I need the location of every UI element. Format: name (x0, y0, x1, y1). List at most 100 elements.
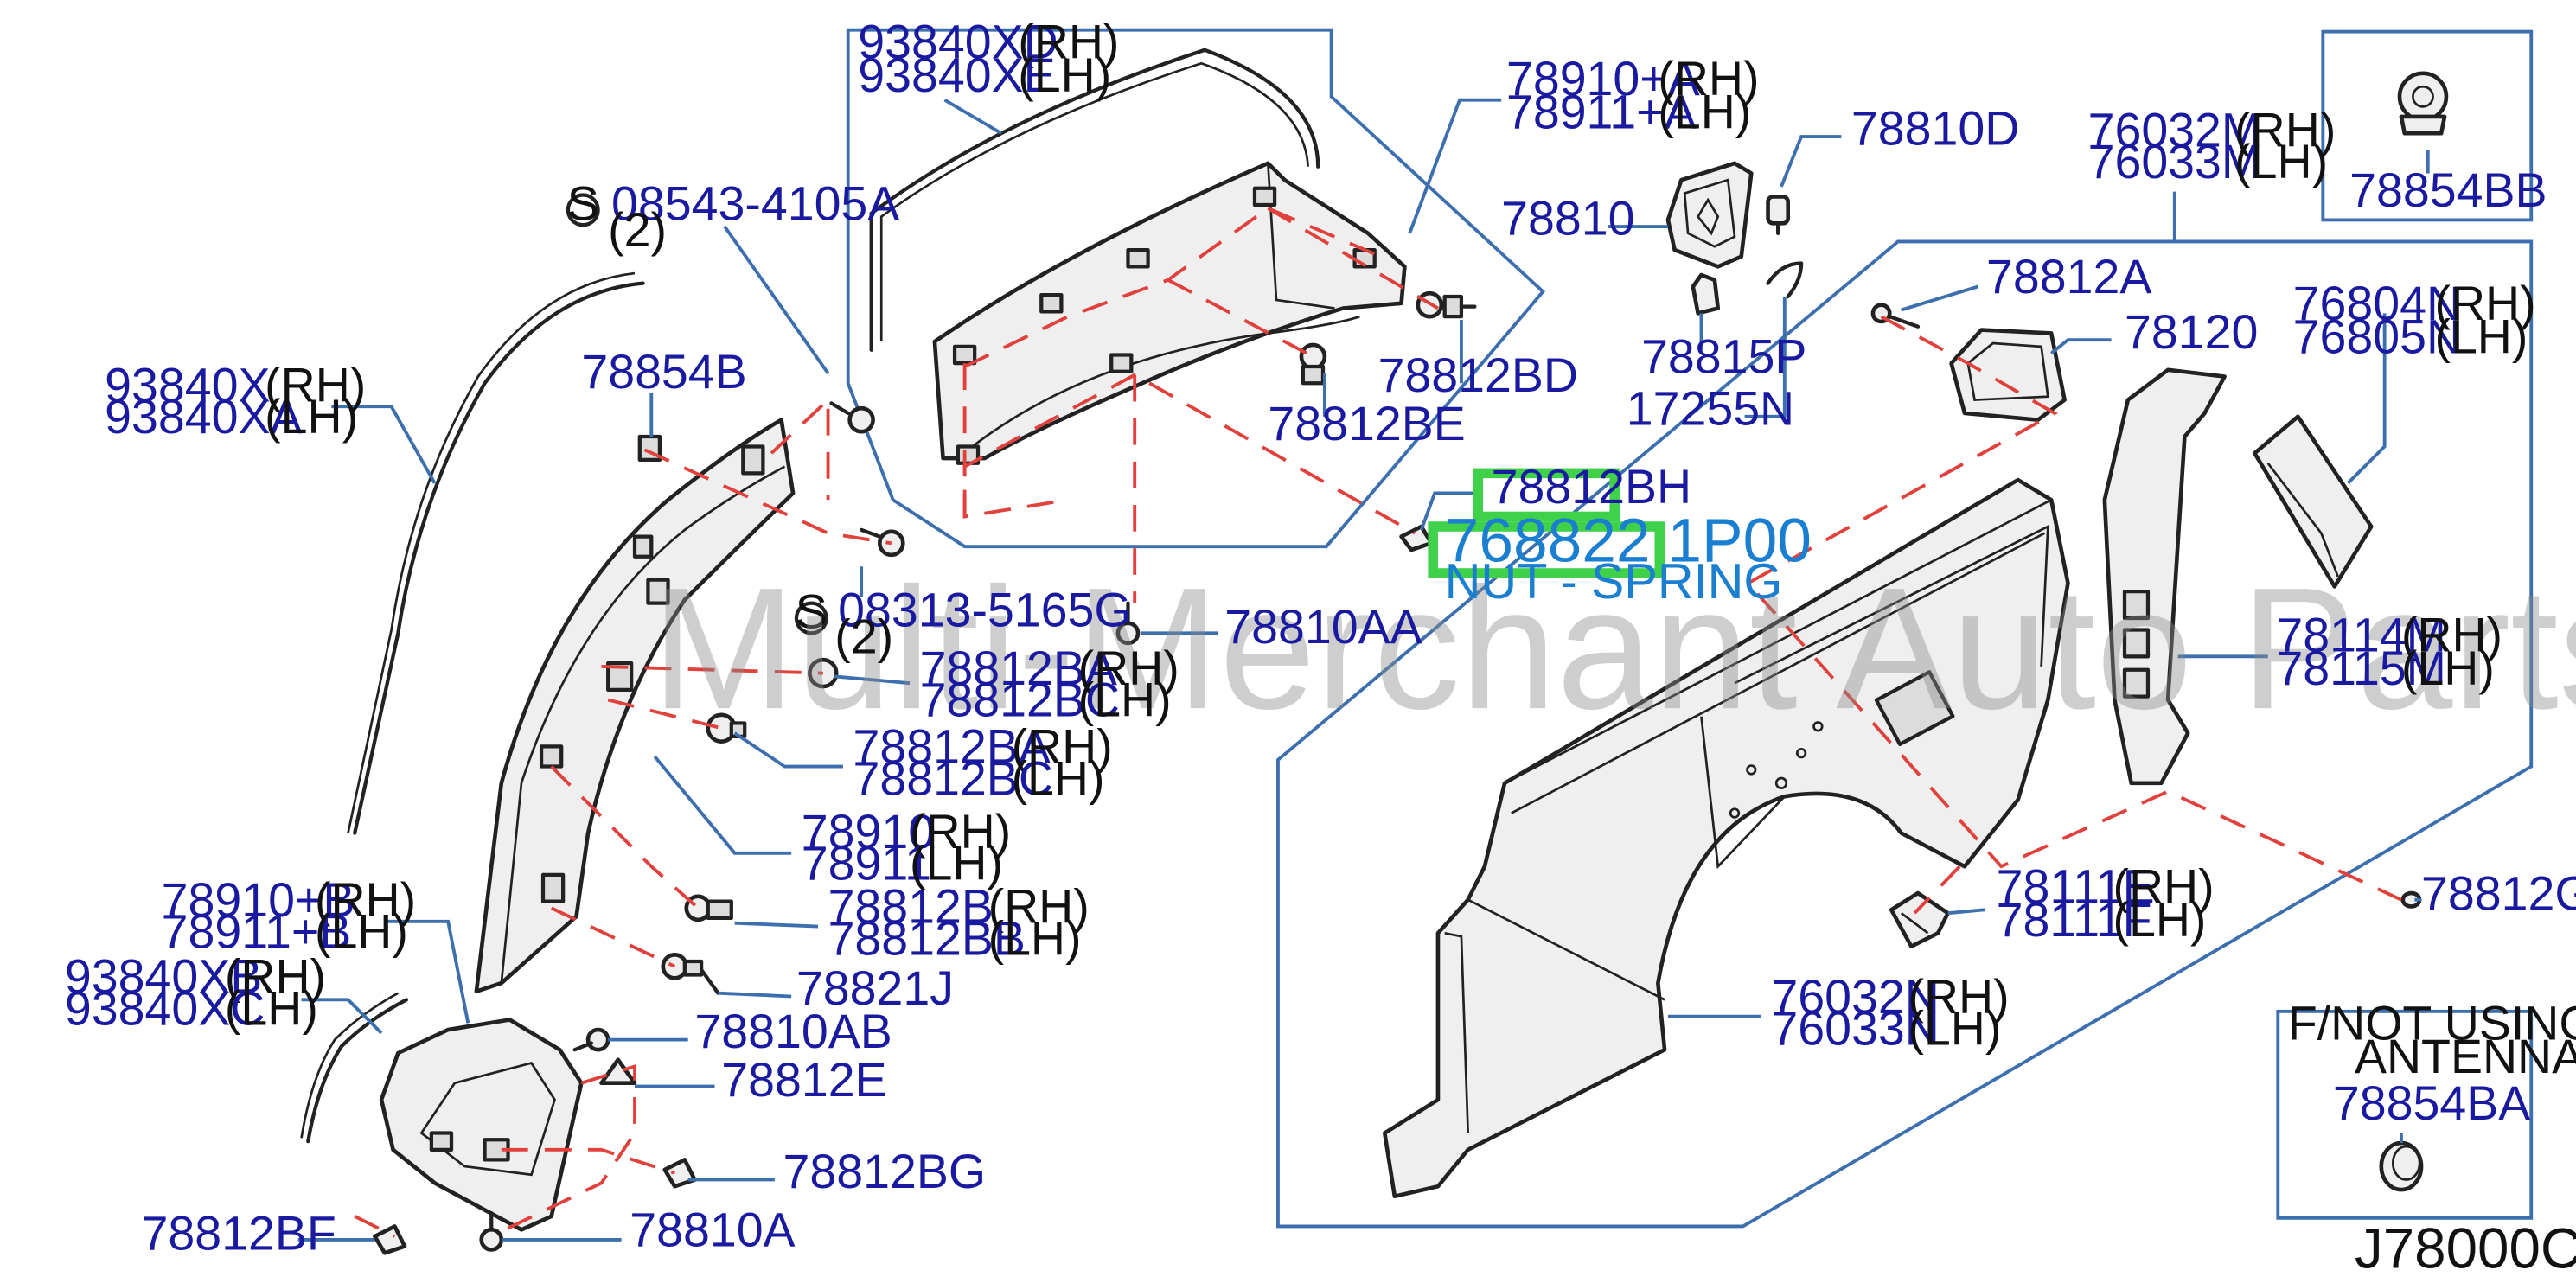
label-93840XC[interactable]: 93840XC (65, 981, 265, 1035)
upper-trim-panel-arch (967, 315, 1360, 451)
label-78854B[interactable]: 78854B (581, 345, 746, 399)
label-78812BC-lower[interactable]: 78812BC (853, 751, 1052, 805)
top-right-inset-box (2321, 29, 2534, 222)
label-78910[interactable]: 78910 (802, 805, 935, 859)
upper-trim-clip-6 (1109, 353, 1134, 373)
label-93840XE[interactable]: 93840XE (858, 48, 1055, 102)
side-rh-78910: (RH) (910, 805, 1011, 859)
lower-weatherstrip-inner (300, 992, 399, 1139)
label-76804N[interactable]: 76804N (2293, 277, 2461, 330)
label-78854BB[interactable]: 78854BB (2349, 163, 2547, 217)
side-rh-78910A: (RH) (1658, 52, 1759, 105)
side-lh-76805N: (LH) (2434, 310, 2528, 364)
assembly-lines (354, 206, 2402, 1238)
side-lh-78812BC-lower: (LH) (1012, 751, 1105, 805)
label-78812A[interactable]: 78812A (1986, 250, 2151, 303)
highlight-part-number[interactable]: 768822 1P00 (1445, 506, 1812, 575)
side-lh-78911: (LH) (910, 837, 1003, 890)
antenna-inset-box (2276, 1009, 2534, 1220)
side-lh-78812BB: (LH) (988, 911, 1082, 965)
label-93840XD[interactable]: 93840XD (858, 15, 1058, 68)
label-78120[interactable]: 78120 (2125, 305, 2258, 359)
label-78854BA[interactable]: 78854BA (2333, 1076, 2530, 1130)
label-78810D[interactable]: 78810D (1851, 102, 2019, 156)
quarter-trim-78114M (2102, 367, 2227, 786)
label-93840XA[interactable]: 93840XA (105, 390, 302, 444)
label-78810AB[interactable]: 78810AB (694, 1005, 892, 1058)
upper-trim-panel (932, 161, 1407, 461)
label-78812BE[interactable]: 78812BE (1268, 397, 1465, 450)
label-93840XB[interactable]: 93840XB (65, 950, 262, 1004)
side-rh-76032N: (RH) (1908, 970, 2009, 1024)
side-rh-78812B: (RH) (988, 880, 1090, 934)
label-78812BA-lower[interactable]: 78812BA (853, 720, 1050, 774)
label-78810[interactable]: 78810 (1501, 192, 1634, 246)
lower-weatherstrip (306, 998, 409, 1144)
clip-78812E (599, 1057, 637, 1086)
label-78810AA[interactable]: 78810AA (1224, 600, 1422, 654)
upper-trim-clip-2 (1039, 293, 1064, 314)
label-78115M[interactable]: 78115M (2276, 642, 2445, 695)
label-76032M[interactable]: 76032M (2088, 104, 2262, 157)
label-78815P[interactable]: 78815P (1641, 330, 1806, 384)
side-lh-78812BC-upper: (LH) (1078, 673, 1172, 727)
label-78812BF[interactable]: 78812BF (142, 1206, 336, 1260)
label-78911B[interactable]: 78911+B (162, 905, 352, 959)
inner-panel-group-box (1276, 239, 2534, 1229)
label-78821J[interactable]: 78821J (796, 961, 954, 1015)
label-78812BD[interactable]: 78812BD (1378, 348, 1578, 402)
label-78910B[interactable]: 78910+B (162, 873, 355, 927)
upper-trim-clip-3 (1126, 247, 1150, 269)
label-78812BA-upper[interactable]: 78812BA (920, 642, 1117, 695)
leader-lines (297, 98, 2430, 1242)
label-78111F[interactable]: 78111F (1997, 893, 2152, 947)
s-symbol-1: S (567, 176, 599, 230)
label-78114M[interactable]: 78114M (2276, 609, 2445, 662)
harness-17255N (1766, 261, 1804, 299)
side-lh-76033N: (LH) (1908, 1001, 2001, 1055)
label-78911[interactable]: 78911 (802, 837, 931, 890)
label-78812B[interactable]: 78812B (828, 880, 994, 934)
side-rh-76032M: (RH) (2234, 104, 2336, 157)
label-08543-4105A[interactable]: 08543-4105A (611, 176, 899, 230)
label-17255N[interactable]: 17255N (1627, 381, 1794, 435)
side-rh-93840XD: (RH) (1018, 15, 1119, 68)
side-lh-78911A: (LH) (1658, 85, 1751, 138)
lamp-78810 (1665, 161, 1754, 269)
label-76033N[interactable]: 76033N (1771, 1001, 1939, 1055)
highlight-box-part-number (1428, 521, 1665, 578)
screw-08313-5165G (859, 527, 905, 558)
label-78812E[interactable]: 78812E (721, 1053, 886, 1107)
label-76033M[interactable]: 76033M (2088, 135, 2262, 188)
label-78812BG[interactable]: 78812BG (783, 1145, 987, 1198)
clip-78812BH (1399, 524, 1434, 552)
label-78812BH[interactable]: 78812BH (1492, 460, 1691, 514)
label-78911A[interactable]: 78911+A (1506, 85, 1697, 138)
label-08313-5165G[interactable]: 08313-5165G (838, 584, 1131, 637)
socket-78815P (1691, 272, 1721, 316)
clip-78812BD (1416, 290, 1477, 319)
label-93840X[interactable]: 93840X (105, 358, 270, 412)
left-weatherstrip (353, 281, 645, 835)
label-76805N[interactable]: 76805N (2293, 310, 2461, 364)
label-78910A[interactable]: 78910+A (1506, 52, 1700, 105)
highlight-description: NUT - SPRING (1445, 554, 1783, 610)
label-78810A[interactable]: 78810A (630, 1203, 795, 1257)
left-weatherstrip-inner (347, 271, 636, 833)
side-lh-93840XC: (LH) (225, 981, 318, 1035)
side-lh-78911B: (LH) (315, 905, 408, 959)
label-78812BC-upper[interactable]: 78812BC (920, 673, 1120, 727)
bolt-78810AA (1115, 601, 1141, 646)
label-78111E[interactable]: 78111E (1997, 860, 2155, 914)
clip-78821J (661, 953, 720, 995)
label-78812BB[interactable]: 78812BB (828, 911, 1026, 965)
side-rh-78910B: (RH) (315, 873, 416, 927)
s-symbol-circle-1 (566, 193, 600, 227)
label-76032N[interactable]: 76032N (1771, 970, 1939, 1024)
bolt-78812A (1870, 303, 1921, 329)
side-lh-78111F: (LH) (2113, 893, 2206, 947)
upper-trim-clip-4 (1252, 186, 1277, 207)
label-78812G[interactable]: 78812G (2421, 866, 2576, 920)
bracket-78111E (1889, 890, 1951, 949)
